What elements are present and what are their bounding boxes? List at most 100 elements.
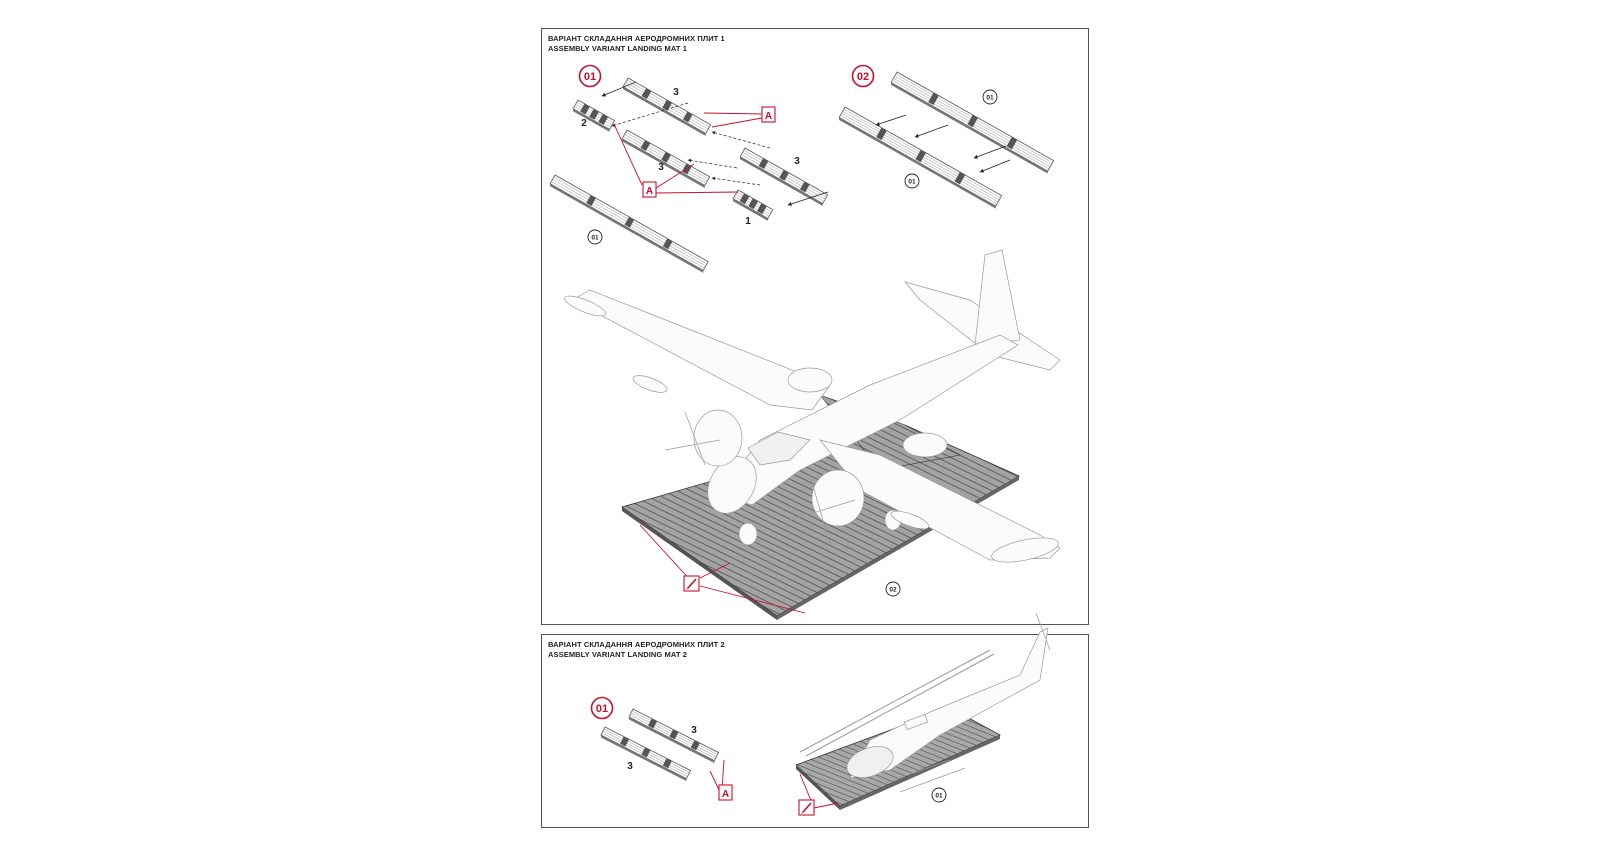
step-badge (578, 64, 602, 88)
callout-box (761, 106, 776, 123)
callout-leader (655, 163, 695, 189)
mat-strip-part-2 (572, 99, 616, 132)
part-number: 1 (745, 216, 751, 227)
left-wing (571, 289, 831, 411)
strip-connector (589, 108, 599, 120)
part-number: 3 (673, 87, 679, 98)
mat-strip-part-3-top (628, 708, 720, 764)
reference-marker (982, 89, 998, 105)
strip-connector (598, 114, 609, 125)
propeller-blade (809, 474, 831, 546)
assembly-arrow (687, 158, 738, 169)
aircraft-on-mat-group: 02 (564, 249, 1061, 620)
title-ukrainian: ВАРІАНТ СКЛАДАННЯ АЕРОДРОМНИХ ПЛИТ 1 (548, 34, 725, 43)
reference-number: 01 (935, 793, 943, 800)
strip-connector (758, 158, 769, 170)
step-badge (590, 696, 614, 720)
strip-connector (580, 103, 590, 115)
step-number: 01 (584, 71, 596, 83)
assembly-variant-2-panel: ВАРІАНТ СКЛАДАННЯ АЕРОДРОМНИХ ПЛИТ 2 ASS… (541, 634, 1089, 828)
strip-connector (954, 171, 966, 185)
callout-leader (655, 191, 739, 194)
strip-connector (748, 198, 759, 210)
propeller-blade (684, 411, 706, 466)
part-number: 3 (627, 761, 633, 772)
strip-connector (928, 92, 939, 106)
helicopter-on-mat-group: 01 (795, 612, 1051, 816)
strip-connector (876, 127, 887, 141)
assembly-arrow (611, 102, 689, 127)
mat-edge (796, 765, 840, 810)
reference-number: 01 (908, 179, 916, 186)
strip-edge (740, 156, 823, 206)
part-number: 3 (691, 725, 697, 736)
callout-letter: A (765, 111, 772, 122)
mat-strip-part-1 (732, 189, 774, 221)
mat-assembly-bottom (838, 106, 1003, 209)
title-ukrainian: ВАРІАНТ СКЛАДАННЯ АЕРОДРОМНИХ ПЛИТ 2 (548, 640, 725, 649)
mat-strip-part-3-right (739, 147, 829, 206)
landing-skid (899, 767, 966, 793)
assembly-arrow (875, 114, 907, 126)
callout-leader (709, 770, 721, 793)
right-engine-nacelle (811, 469, 865, 527)
part-number: 3 (658, 162, 664, 173)
attack-helicopter (799, 612, 1051, 793)
paint-brush-icon (686, 578, 697, 590)
reference-marker (587, 229, 603, 245)
title-english: ASSEMBLY VARIANT LANDING MAT 1 (548, 44, 687, 53)
mat-strip-part-3-middle (621, 129, 711, 188)
strip-connector (1006, 136, 1018, 150)
strip-edge (623, 86, 706, 136)
strip-edge (573, 108, 610, 132)
assembly-arrow (787, 191, 829, 206)
callout-leader (799, 773, 813, 804)
strip-connector (967, 114, 978, 128)
strip-connector (662, 758, 672, 769)
strip-connector (690, 740, 700, 751)
strip-connector (799, 181, 810, 193)
assembly-arrow (711, 131, 771, 149)
tail-rotor (1035, 612, 1051, 651)
mat-edge (840, 735, 1000, 810)
step-02-group: 02 01 01 (838, 64, 1055, 209)
mat-strip-assembled (549, 174, 709, 273)
wing-tip-tank (564, 295, 606, 317)
callout-leader (711, 117, 763, 128)
step-01-group: 01 3 2 3 3 1 A A 01 (549, 64, 829, 273)
main-rotor-blade (805, 653, 995, 757)
mat-strip-part-3-bottom (600, 726, 692, 782)
attack-aircraft (564, 249, 1061, 563)
reference-marker (885, 581, 901, 597)
mat-edge (622, 507, 777, 620)
strip-connector (662, 238, 673, 250)
left-engine-nacelle (693, 409, 743, 467)
part-number: 3 (794, 156, 800, 167)
strip-connector (641, 747, 651, 758)
panel-title: ВАРІАНТ СКЛАДАННЯ АЕРОДРОМНИХ ПЛИТ 2 ASS… (548, 640, 725, 660)
propeller-blade (664, 439, 721, 451)
canopy (747, 431, 811, 466)
strip-connector (620, 736, 630, 747)
strip-connector (640, 140, 651, 152)
reference-number: 01 (986, 95, 994, 102)
assembly-arrow (973, 145, 1007, 159)
callout-leader (613, 123, 643, 186)
strip-edge (600, 735, 687, 782)
strip-connector (669, 729, 679, 740)
reference-marker (904, 173, 920, 189)
fuselage (717, 334, 1019, 506)
step-badge (851, 64, 875, 88)
reference-marker (931, 787, 947, 803)
weapon-pod (632, 375, 668, 393)
rotor-hub (903, 714, 929, 730)
strip-connector (915, 149, 926, 163)
callout-leader (703, 112, 763, 115)
callout-box (642, 181, 657, 198)
strip-edge (733, 198, 768, 221)
callout-letter: A (646, 186, 653, 197)
callout-leader (813, 802, 839, 809)
assembly-arrow (601, 81, 637, 97)
callout-leader (699, 562, 731, 579)
